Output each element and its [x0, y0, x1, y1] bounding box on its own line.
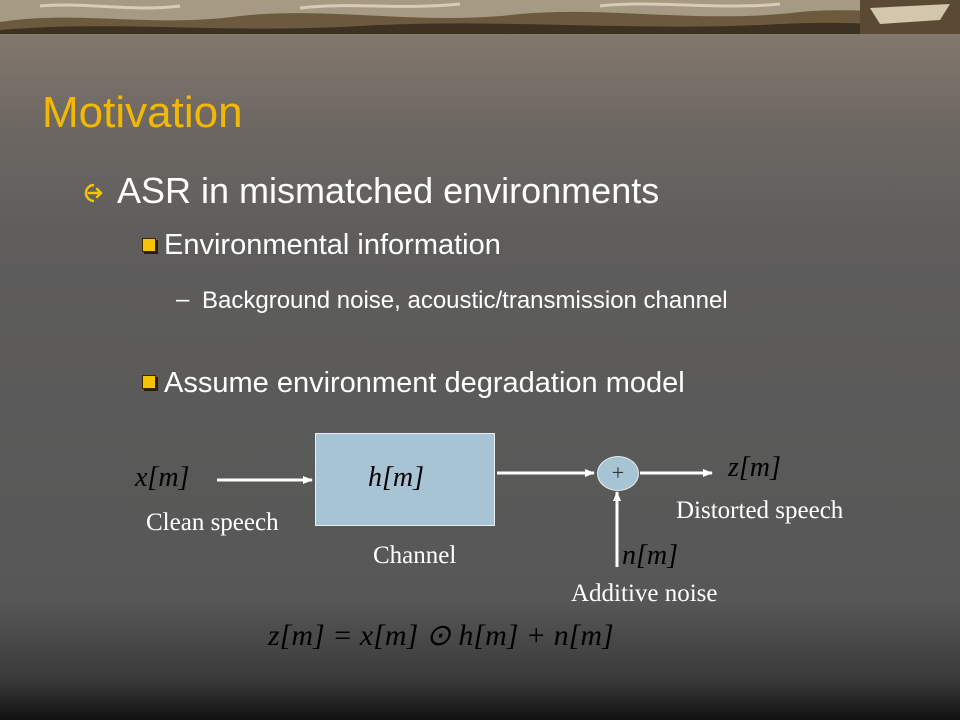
clean-speech-label: Clean speech — [146, 509, 279, 536]
decorative-banner — [0, 0, 960, 34]
channel-symbol: h[m] — [368, 462, 425, 493]
bullet-background-noise: Background noise, acoustic/transmission … — [202, 287, 728, 314]
distorted-speech-label: Distorted speech — [676, 497, 844, 524]
bullet-environmental-information: Environmental information — [164, 229, 501, 261]
slide-title: Motivation — [42, 88, 243, 137]
square-bullet-icon — [142, 375, 156, 389]
additive-noise-label: Additive noise — [571, 580, 718, 607]
noise-symbol: n[m] — [622, 540, 679, 571]
bullet-asr-mismatched: ASR in mismatched environments — [117, 170, 660, 211]
input-signal-symbol: x[m] — [135, 462, 190, 493]
bullet-degradation-model: Assume environment degradation model — [164, 367, 685, 399]
dash-bullet: – — [176, 286, 190, 313]
square-bullet-icon — [142, 238, 156, 252]
degradation-equation: z[m] = x[m] ⊙ h[m] + n[m] — [268, 619, 614, 652]
channel-label: Channel — [373, 542, 457, 569]
right-arrow-bullet-icon — [84, 183, 103, 203]
output-signal-symbol: z[m] — [728, 452, 781, 483]
adder-node: + — [597, 456, 639, 491]
channel-block — [315, 433, 495, 526]
